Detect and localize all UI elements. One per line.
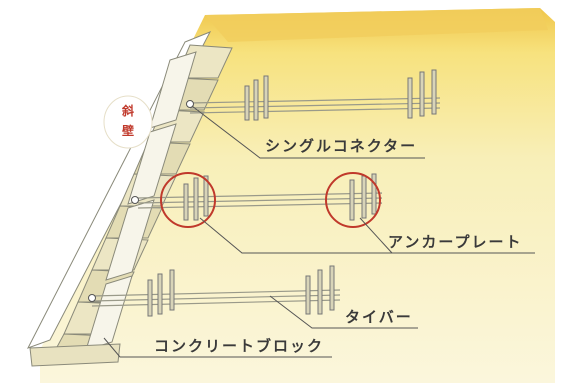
ground-top-edge [205,8,548,42]
anchor-plates-level-1 [244,69,437,121]
leader-tie-bar [269,295,418,329]
anchor-plates-level-2 [183,173,377,221]
single-connector-label: シングルコネクター [265,137,418,155]
leader-lines [103,105,535,358]
tie-rods-level-2 [137,192,383,209]
tie-rods-level-1 [189,97,441,114]
base-footing [29,343,121,367]
concrete-block-label: コンクリートブロック [154,337,325,355]
block-face-panels [85,51,197,351]
anchor-plate-label: アンカープレート [388,233,523,251]
anchor-plates-level-3 [147,265,335,317]
leader-anchor-plate-left [199,217,535,254]
highlight-circle-left [160,172,216,228]
tie-rods-level-3 [91,289,341,307]
highlight-circle-right [325,172,381,228]
single-connectors [88,100,194,302]
leader-concrete-block [103,337,332,358]
slope-wall-bubble [103,95,153,149]
leader-anchor-plate-right [359,217,393,254]
slope-wall-label-2: 壁 [121,124,134,138]
tie-bar-label: タイバー [345,308,413,326]
anchor-plate-highlights [160,172,381,228]
leader-single-connector [191,105,425,159]
slope-wall-label-1: 斜 [121,104,134,118]
